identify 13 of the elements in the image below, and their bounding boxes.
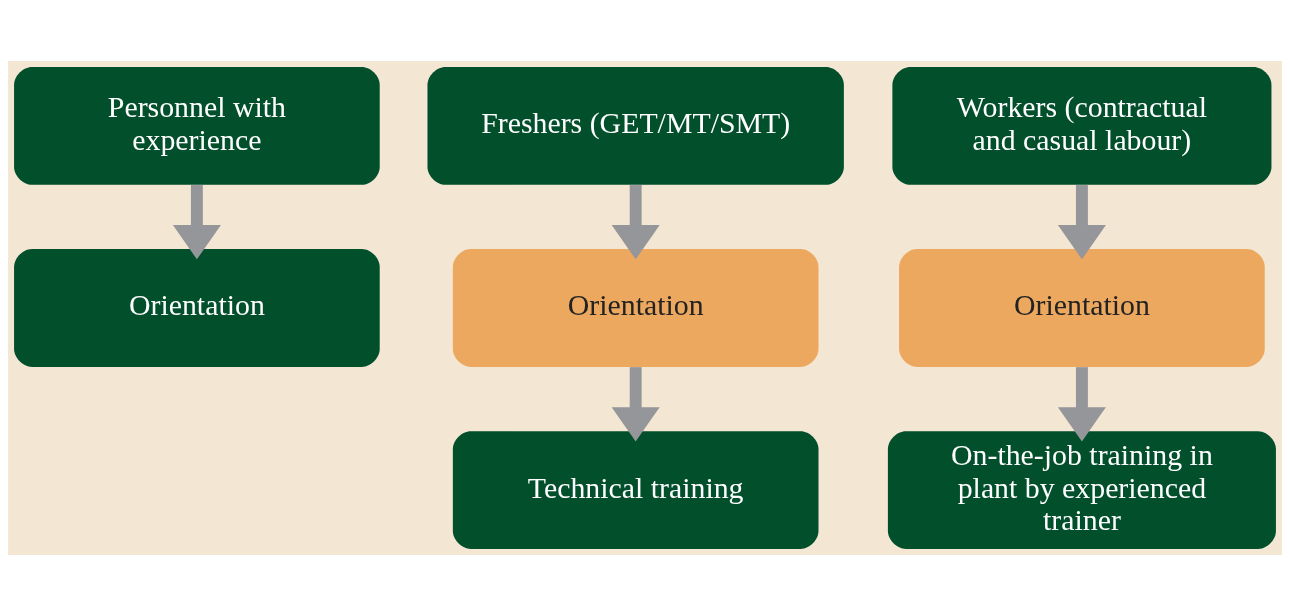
node-box: Freshers (GET/MT/SMT) xyxy=(427,66,844,185)
arrow xyxy=(172,185,221,260)
arrow xyxy=(1057,367,1106,442)
node-box: Personnel with experience xyxy=(14,66,380,185)
arrow xyxy=(611,367,660,442)
node-box: Orientation xyxy=(14,249,380,367)
node-box: Orientation xyxy=(899,249,1265,367)
node-box: Orientation xyxy=(452,249,819,367)
node-box: Workers (contractual and casual labour) xyxy=(892,66,1272,185)
node-box: Technical training xyxy=(452,431,819,550)
arrow xyxy=(1057,185,1106,260)
arrow xyxy=(611,185,660,260)
node-box: On-the-job training in plant by experienced trainer xyxy=(887,431,1276,550)
